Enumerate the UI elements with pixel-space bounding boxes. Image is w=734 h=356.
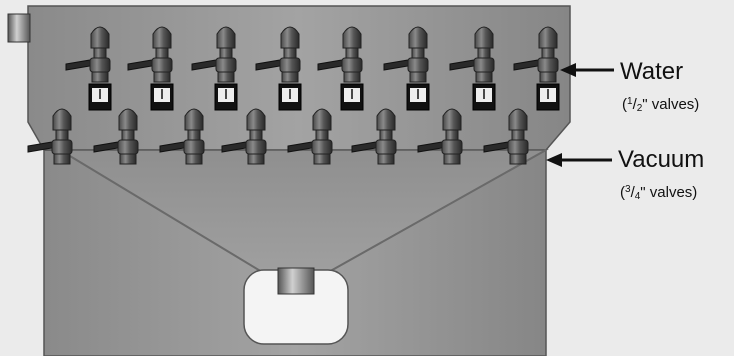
vacuum-valve (27, 108, 73, 165)
vacuum-valve (287, 108, 333, 165)
water-label: Water (620, 58, 684, 85)
vacuum-valve (417, 108, 463, 165)
water-valve (513, 26, 560, 111)
vacuum-valve (351, 108, 397, 165)
water-valve (65, 26, 112, 111)
water-valve (127, 26, 174, 111)
drain-pipe (277, 267, 315, 295)
water-valve (255, 26, 302, 111)
vacuum-valve-size: (3/4" valves) (620, 184, 698, 202)
water-valve (191, 26, 238, 111)
vacuum-label: Vacuum (618, 146, 705, 173)
water-valve (383, 26, 430, 111)
vacuum-valve (159, 108, 205, 165)
water-valve (449, 26, 496, 111)
water-valve (317, 26, 364, 111)
side-inlet-pipe (7, 13, 31, 43)
vacuum-valve (483, 108, 529, 165)
vacuum-arrow (546, 153, 612, 167)
vacuum-valve (93, 108, 139, 165)
vacuum-valve (221, 108, 267, 165)
water-valve-size: (1/2" valves) (622, 96, 700, 114)
water-arrow (560, 63, 614, 77)
